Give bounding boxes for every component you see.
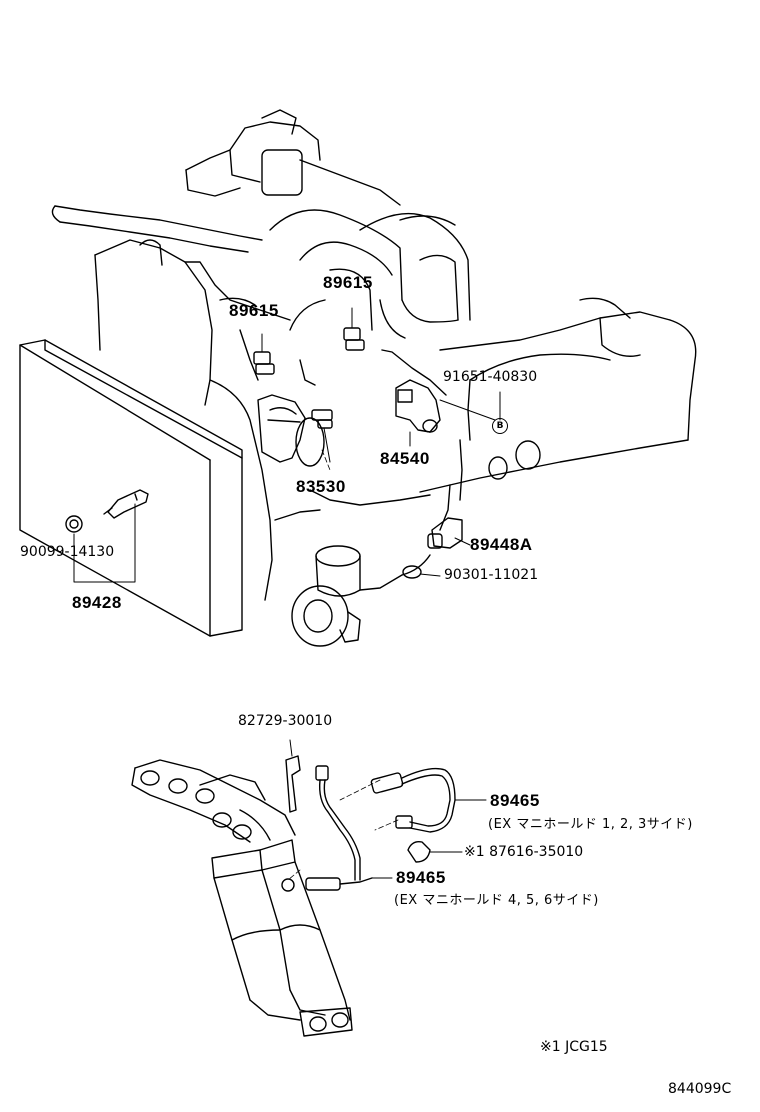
sensor-89448a — [427, 517, 471, 549]
reference-dashes — [287, 449, 399, 881]
figure-code: 844099C — [668, 1081, 732, 1097]
exhaust-manifold-drawing — [131, 759, 353, 1037]
note-ex-manifold-456: (EX マニホールド 4, 5, 6サイド) — [394, 893, 599, 908]
gasket-87616 — [407, 840, 463, 863]
oxygen-sensor-89465-lower — [305, 877, 393, 891]
label-89465-upper: 89465 — [490, 791, 540, 810]
label-90099-14130: 90099-14130 — [20, 544, 115, 560]
marker-b-circle: B — [492, 418, 508, 434]
engine-block-drawing — [51, 109, 697, 647]
label-89615-right: 89615 — [323, 273, 373, 292]
label-89465-lower: 89465 — [396, 868, 446, 887]
oxygen-sensor-89465-upper — [315, 765, 487, 881]
footnote-jcg15: ※1 JCG15 — [540, 1039, 608, 1055]
sensor-89428 — [103, 489, 149, 519]
label-87616-35010: ※1 87616-35010 — [464, 844, 584, 860]
gasket-90301 — [402, 565, 441, 579]
label-91651-40830: 91651-40830 — [443, 369, 538, 385]
label-89428: 89428 — [72, 593, 122, 612]
label-84540: 84540 — [380, 449, 430, 468]
note-ex-manifold-123: (EX マニホールド 1, 2, 3サイド) — [488, 817, 693, 832]
label-83530: 83530 — [296, 477, 346, 496]
bracket-82729 — [285, 739, 301, 813]
radiator-drawing — [19, 339, 243, 637]
leader-lines-upper — [73, 391, 501, 583]
sensor-89615-right — [343, 307, 365, 351]
label-89615-left: 89615 — [229, 301, 279, 320]
label-89448a: 89448A — [470, 535, 533, 554]
label-90301-11021: 90301-11021 — [444, 567, 539, 583]
sensor-83530 — [311, 409, 333, 463]
label-82729-30010: 82729-30010 — [238, 713, 333, 729]
sensor-84540 — [395, 379, 496, 447]
washer-90099 — [65, 515, 83, 533]
sensor-89615-left — [253, 333, 275, 375]
